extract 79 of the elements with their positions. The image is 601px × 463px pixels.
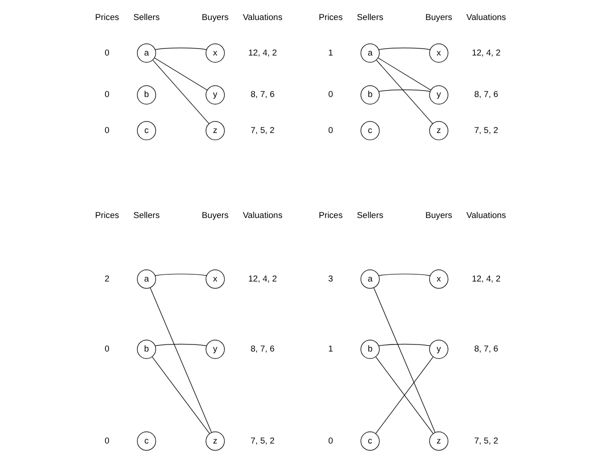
connector — [154, 274, 207, 276]
node-label: 12, 4, 2 — [248, 47, 277, 58]
connector — [376, 60, 433, 124]
connector — [152, 60, 210, 124]
node-circle: y — [429, 340, 448, 359]
label: Prices — [318, 210, 343, 220]
connector — [154, 48, 207, 50]
node-circle: y — [206, 85, 225, 104]
node-circle: a — [136, 43, 156, 63]
node-label: 7, 5, 2 — [250, 435, 275, 446]
node-label: 7, 5, 2 — [474, 124, 498, 135]
node-circle: b — [360, 85, 380, 104]
label: Sellers — [356, 12, 384, 22]
node-circle: z — [429, 432, 448, 451]
node-circle: x — [429, 270, 448, 289]
node-label: 12, 4, 2 — [472, 273, 501, 284]
node-label: 0 — [328, 124, 334, 135]
connector — [154, 344, 207, 346]
node-circle: b — [360, 340, 380, 359]
node-label: 0 — [104, 435, 110, 446]
node-label: 8, 7, 6 — [474, 89, 498, 100]
label: Sellers — [356, 210, 384, 220]
label: Buyers — [425, 210, 452, 220]
node-circle: z — [429, 121, 448, 140]
label: Valuations — [242, 210, 282, 220]
node-label: 0 — [104, 344, 110, 354]
connector — [378, 344, 430, 346]
node-circle: x — [429, 43, 448, 63]
node-circle: a — [360, 43, 380, 63]
node-label: 0 — [328, 435, 334, 446]
label: Valuations — [242, 12, 282, 22]
label: Prices — [95, 210, 120, 220]
node-circle: y — [429, 85, 448, 104]
connector — [378, 274, 430, 276]
node-circle: c — [360, 432, 380, 451]
node-label: 8, 7, 6 — [250, 89, 275, 100]
connector — [378, 48, 430, 50]
node-circle: a — [360, 270, 380, 289]
label: Buyers — [425, 12, 452, 22]
label: Prices — [95, 12, 120, 22]
node-label: 7, 5, 2 — [250, 124, 275, 135]
node-circle: z — [206, 121, 225, 140]
node-label: 7, 5, 2 — [474, 435, 498, 446]
node-circle: c — [360, 121, 380, 140]
node-circle: x — [206, 270, 225, 289]
connector — [150, 287, 212, 433]
label: Buyers — [202, 210, 229, 220]
node-label: 12, 4, 2 — [248, 273, 277, 284]
connector — [375, 356, 434, 434]
node-label: 12, 4, 2 — [472, 47, 501, 58]
node-circle: y — [206, 340, 225, 359]
connector — [154, 58, 208, 90]
label: Valuations — [466, 12, 506, 22]
connector — [378, 58, 432, 90]
node-circle: a — [136, 270, 156, 289]
node-label: 1 — [328, 47, 334, 58]
node-circle: c — [136, 121, 156, 140]
connector — [152, 356, 210, 434]
label: Sellers — [133, 12, 160, 22]
connector — [378, 90, 430, 92]
node-label: 0 — [328, 89, 334, 100]
node-label: 0 — [104, 124, 110, 135]
node-label: 8, 7, 6 — [474, 344, 498, 354]
label: Sellers — [133, 210, 160, 220]
connector — [373, 287, 436, 433]
node-circle: b — [136, 340, 156, 359]
node-label: 2 — [104, 273, 110, 284]
node-circle: z — [206, 432, 225, 451]
node-label: 1 — [328, 344, 334, 354]
label: Valuations — [466, 210, 506, 220]
node-circle: c — [136, 432, 156, 451]
node-circle: x — [206, 43, 225, 63]
node-circle: b — [136, 85, 156, 104]
node-label: 3 — [328, 273, 334, 284]
node-label: 8, 7, 6 — [250, 344, 275, 354]
node-label: 0 — [104, 89, 110, 100]
node-label: 0 — [104, 47, 110, 58]
label: Prices — [318, 12, 343, 22]
label: Buyers — [202, 12, 229, 22]
